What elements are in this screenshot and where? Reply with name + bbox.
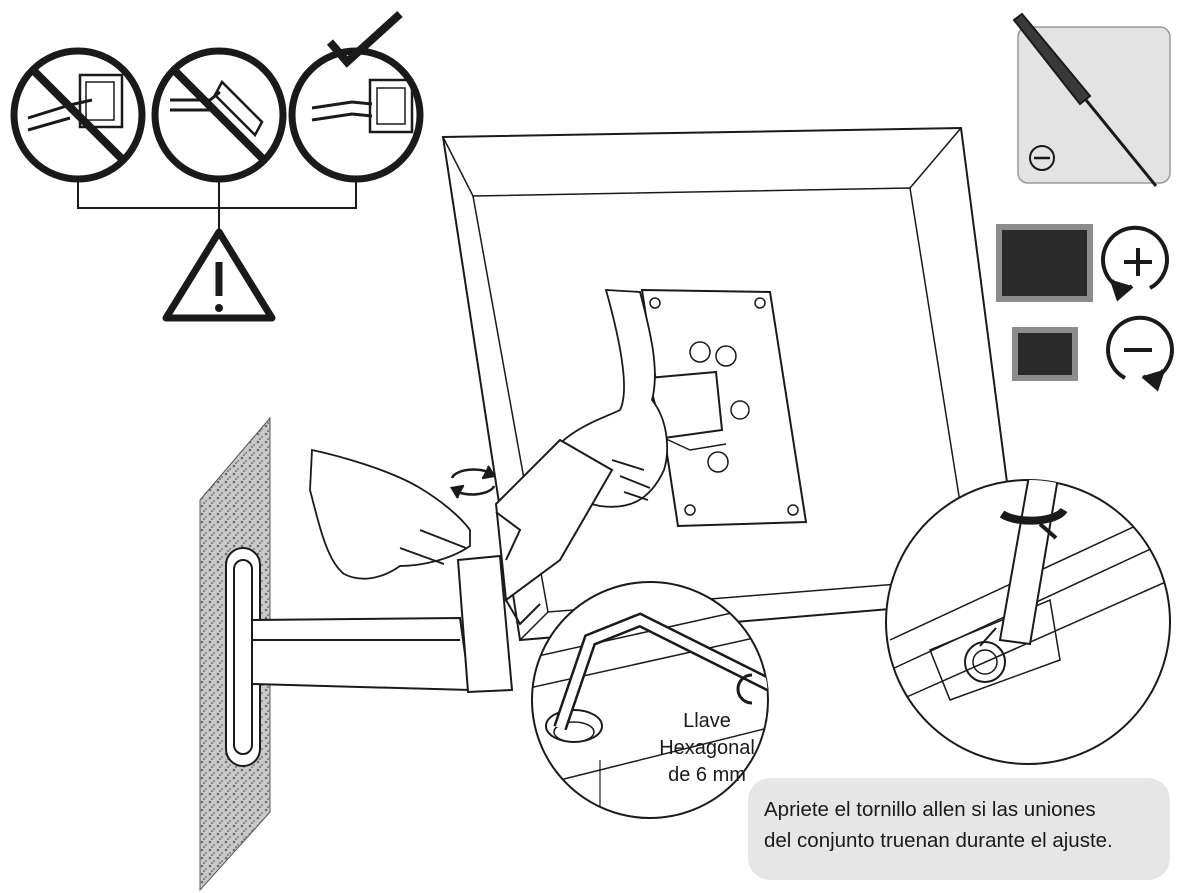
prohibited-sign-icon	[10, 47, 146, 183]
instruction-note-line1: Apriete el tornillo allen si las uniones	[764, 798, 1096, 821]
orientation-icons	[10, 11, 424, 322]
tension-adjust-legend	[996, 224, 1174, 392]
tension-screw-detail	[885, 479, 1171, 765]
hex-key-label-line2: Hexagonal	[659, 737, 755, 759]
hex-key-label-line1: Llave	[683, 710, 731, 732]
minus-slot-icon	[1029, 145, 1055, 171]
hex-key-label-line3: de 6 mm	[668, 764, 746, 786]
rotate-arrows-icon	[999, 507, 1068, 525]
allowed-mount-icon	[288, 11, 424, 183]
hex-key-label: Llave Hexagonal de 6 mm	[652, 708, 762, 789]
wall	[199, 416, 271, 892]
prohibited-sign-icon	[151, 47, 287, 183]
instruction-note-text: Apriete el tornillo allen si las uniones…	[764, 794, 1164, 856]
flathead-screwdriver-icon	[1012, 12, 1158, 187]
hex-key-detail	[531, 581, 769, 819]
tool-panel	[1012, 12, 1171, 187]
swivel-arrows-icon	[449, 465, 497, 499]
wall-plate	[225, 547, 261, 767]
rotate-minus-icon	[1106, 315, 1174, 392]
mount-arm	[251, 438, 614, 694]
instruction-note: Apriete el tornillo allen si las uniones…	[748, 778, 1170, 880]
instruction-note-line2: del conjunto truenan durante el ajuste.	[764, 829, 1113, 852]
left-hand	[309, 448, 471, 580]
warning-triangle-icon	[162, 228, 276, 322]
check-mark-icon	[326, 11, 403, 68]
rotate-plus-icon	[1101, 225, 1169, 302]
